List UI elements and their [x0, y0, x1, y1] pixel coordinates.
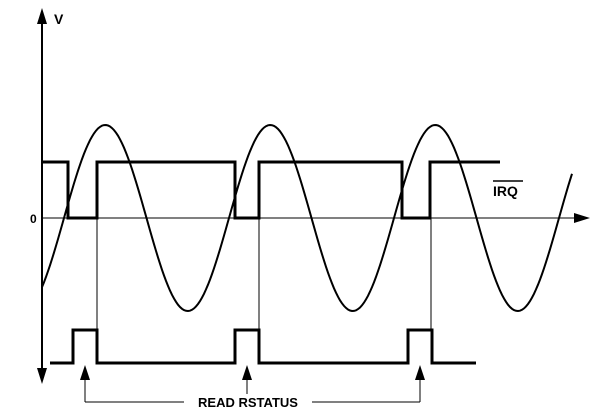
x-axis-arrow — [574, 213, 590, 223]
read-arrow-1 — [80, 365, 90, 380]
y-axis-arrow-up — [37, 8, 47, 24]
y-axis-label: V — [54, 11, 64, 27]
read-arrow-2 — [242, 365, 252, 380]
sine-waveform — [41, 123, 573, 313]
read-arrow-3 — [415, 365, 425, 380]
read-rstatus-label: READ RSTATUS — [198, 395, 298, 410]
irq-label: IRQ — [493, 183, 518, 199]
irq-square-wave — [42, 160, 500, 220]
read-pulse-train — [50, 328, 476, 365]
origin-label: 0 — [30, 212, 37, 226]
y-axis-arrow-down — [37, 368, 47, 384]
